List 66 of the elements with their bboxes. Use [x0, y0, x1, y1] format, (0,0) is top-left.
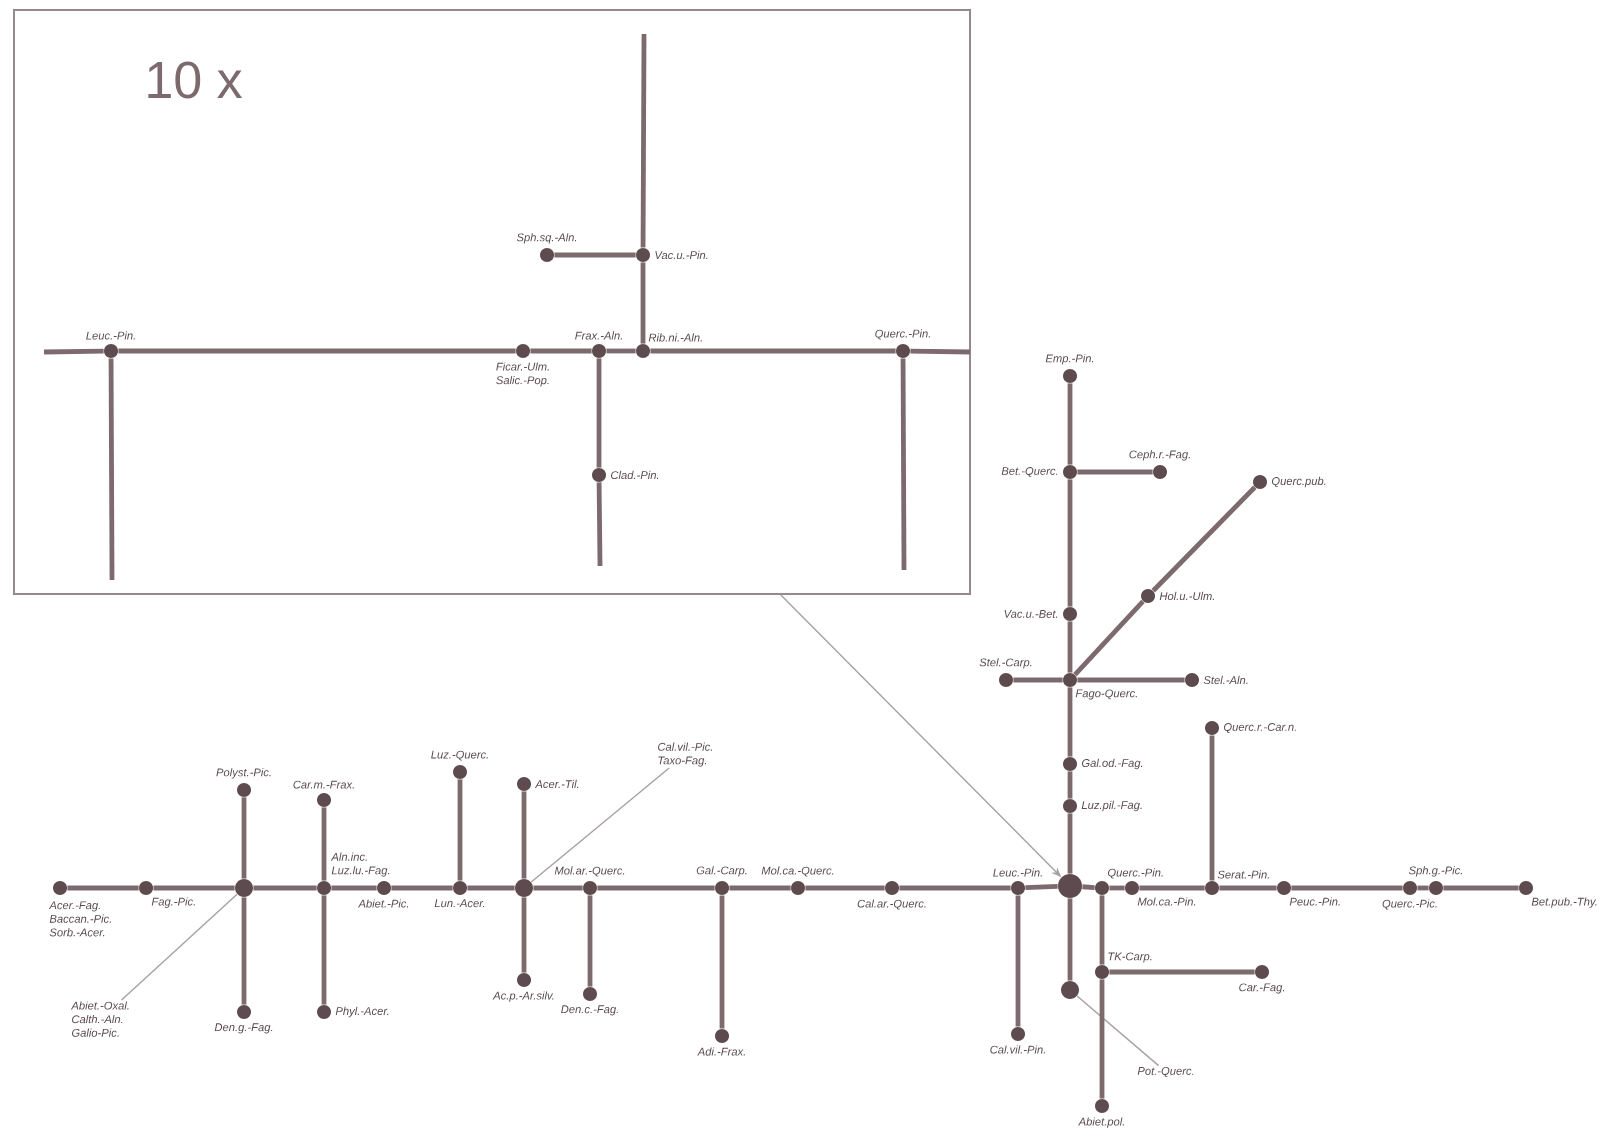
connector-line	[900, 358, 907, 570]
connector-line	[1067, 687, 1073, 757]
connector-line	[640, 34, 647, 248]
connector-line	[1025, 884, 1058, 891]
connector-line	[596, 482, 603, 566]
connector-line	[241, 797, 247, 879]
connector-line	[1099, 895, 1105, 965]
connector-line	[650, 348, 896, 354]
connector-line	[118, 348, 516, 354]
connector-line	[1067, 479, 1073, 607]
connector-line	[321, 895, 327, 1005]
connector-line	[1067, 771, 1073, 799]
connector-line	[153, 885, 235, 891]
connector-line	[43, 348, 104, 355]
connector-line	[899, 885, 1011, 891]
connector-line	[640, 262, 646, 344]
leader-line	[530, 767, 670, 883]
connector-line	[321, 807, 327, 881]
connector-line	[467, 885, 515, 891]
connector-line	[1067, 621, 1073, 673]
connector-line	[554, 252, 636, 258]
leader-line	[120, 893, 238, 1001]
connector-line	[253, 885, 317, 891]
unit-dot	[1061, 981, 1079, 999]
connector-line	[521, 791, 527, 879]
connector-line	[457, 779, 463, 881]
connector-line	[1067, 898, 1073, 981]
connector-line	[67, 885, 139, 891]
unit-dot	[235, 879, 253, 897]
connector-line	[1219, 885, 1277, 891]
connector-line	[729, 885, 791, 891]
connector-line	[391, 885, 453, 891]
connector-line	[1109, 885, 1125, 891]
connector-line	[1073, 599, 1145, 677]
unit-dot	[515, 879, 533, 897]
connector-line	[533, 885, 583, 891]
connector-line	[1151, 485, 1257, 593]
connector-line	[587, 895, 593, 987]
connector-line	[910, 348, 971, 355]
connector-line	[596, 358, 602, 468]
connector-line	[1015, 895, 1021, 1027]
connector-line	[1139, 885, 1205, 891]
leader-line	[1076, 995, 1160, 1067]
connector-line	[521, 897, 527, 973]
connector-line	[1067, 383, 1073, 465]
connector-line	[108, 358, 115, 580]
connector-line	[597, 885, 715, 891]
connector-line	[1417, 885, 1429, 891]
connector-line	[1291, 885, 1403, 891]
connector-line	[241, 897, 247, 1005]
connector-line	[331, 885, 377, 891]
connector-line	[1109, 969, 1255, 975]
connector-line	[1077, 677, 1185, 683]
magnification-label: 10 x	[148, 61, 243, 99]
connector-line	[1013, 677, 1063, 683]
connector-line	[805, 885, 885, 891]
connector-line	[1077, 469, 1153, 475]
connector-line	[1067, 813, 1073, 874]
connector-line	[530, 348, 592, 354]
connector-line	[606, 348, 636, 354]
unit-dot	[1058, 874, 1082, 898]
connector-line	[1443, 885, 1519, 891]
connector-line	[1099, 979, 1105, 1099]
connector-line	[1082, 884, 1095, 890]
connector-line	[719, 895, 725, 1029]
connector-line	[1209, 735, 1215, 881]
